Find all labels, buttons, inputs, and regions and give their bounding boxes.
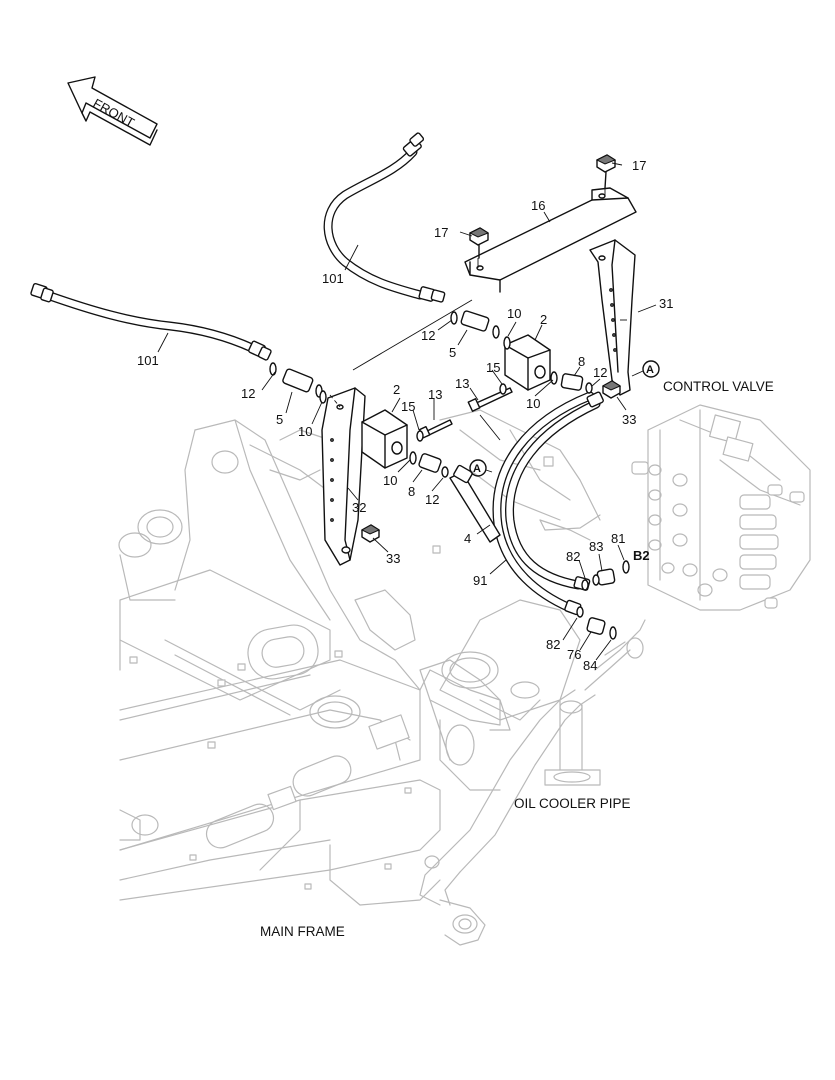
callout-2-b: 2 xyxy=(393,382,400,397)
callout-10-a: 10 xyxy=(507,306,521,321)
callout-8-b: 8 xyxy=(408,484,415,499)
callout-5-b: 5 xyxy=(276,412,283,427)
callout-101-upper-hose: 101 xyxy=(322,271,344,286)
port-label-b2: B2 xyxy=(633,548,650,563)
callout-17-top: 17 xyxy=(632,158,646,173)
label-oil-cooler-pipe: OIL COOLER PIPE xyxy=(514,796,631,811)
callout-33-b: 33 xyxy=(386,551,400,566)
callout-82-b: 82 xyxy=(546,637,560,652)
callout-2-a: 2 xyxy=(540,312,547,327)
view-mark-a-left-circle xyxy=(469,459,487,477)
block-2-lower xyxy=(361,409,408,469)
fittings xyxy=(269,154,630,640)
callout-84: 84 xyxy=(583,658,597,673)
callout-31: 31 xyxy=(659,296,673,311)
label-control-valve: CONTROL VALVE xyxy=(663,379,774,394)
callout-12-a: 12 xyxy=(421,328,435,343)
bracket-32 xyxy=(321,387,366,566)
callout-15-a: 15 xyxy=(486,360,500,375)
label-main-frame: MAIN FRAME xyxy=(260,924,345,939)
view-mark-a-right: A xyxy=(646,364,654,376)
callout-4: 4 xyxy=(464,531,471,546)
callout-16: 16 xyxy=(531,198,545,213)
hose-91 xyxy=(492,391,604,616)
hose-101-left xyxy=(30,282,272,361)
callout-10-c: 10 xyxy=(526,396,540,411)
callout-5-a: 5 xyxy=(449,345,456,360)
callout-12-c: 12 xyxy=(593,365,607,380)
callout-101-left-hose: 101 xyxy=(137,353,159,368)
callout-17-mid: 17 xyxy=(434,225,448,240)
bracket-16 xyxy=(464,187,637,293)
callout-76: 76 xyxy=(567,647,581,662)
view-mark-a-right-circle xyxy=(642,360,660,378)
callout-81: 81 xyxy=(611,531,625,546)
callout-13-a: 13 xyxy=(455,376,469,391)
bracket-31 xyxy=(589,239,636,396)
callout-12-b: 12 xyxy=(241,386,255,401)
main-frame-drawing xyxy=(118,409,646,946)
hose-101-upper xyxy=(323,132,446,303)
callout-15-b: 15 xyxy=(401,399,415,414)
callout-leaders xyxy=(157,162,657,661)
callout-82-a: 82 xyxy=(566,549,580,564)
front-arrow: FRONT xyxy=(67,76,158,146)
view-mark-a-left: A xyxy=(473,463,481,475)
callout-12-d: 12 xyxy=(425,492,439,507)
block-2-upper xyxy=(504,334,551,391)
callout-13-b: 13 xyxy=(428,387,442,402)
callout-10-b: 10 xyxy=(298,424,312,439)
callout-10-d: 10 xyxy=(383,473,397,488)
callout-8-a: 8 xyxy=(578,354,585,369)
callout-91: 91 xyxy=(473,573,487,588)
callout-33-a: 33 xyxy=(622,412,636,427)
callout-32: 32 xyxy=(352,500,366,515)
guide-lines xyxy=(329,188,627,441)
callout-83: 83 xyxy=(589,539,603,554)
control-valve-drawing xyxy=(631,404,811,611)
